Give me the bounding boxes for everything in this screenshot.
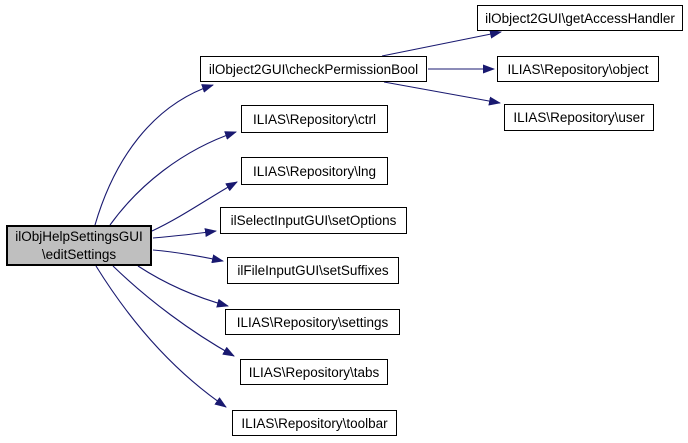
node-setSuffixes[interactable]: ilFileInputGUI\setSuffixes: [227, 257, 399, 284]
edge-editSettings-setSuffixes: [152, 249, 224, 264]
node-tabs[interactable]: ILIAS\Repository\tabs: [240, 359, 388, 385]
node-getAccessHandler[interactable]: ilObject2GUI\getAccessHandler: [477, 5, 683, 31]
node-lng[interactable]: ILIAS\Repository\lng: [241, 157, 388, 185]
node-toolbar[interactable]: ILIAS\Repository\toolbar: [232, 410, 397, 436]
node-ctrl[interactable]: ILIAS\Repository\ctrl: [241, 105, 388, 133]
edge-checkPermissionBool-getAccessHandler: [381, 29, 502, 57]
edge-editSettings-setOptions: [152, 228, 217, 239]
edge-editSettings-tabs: [112, 265, 235, 357]
edge-editSettings-ctrl: [109, 131, 237, 226]
node-editSettings-label-line2: \editSettings: [41, 246, 117, 262]
node-user[interactable]: ILIAS\Repository\user: [504, 104, 654, 131]
node-object[interactable]: ILIAS\Repository\object: [497, 56, 659, 82]
node-checkPermissionBool[interactable]: ilObject2GUI\checkPermissionBool: [200, 56, 427, 82]
edge-editSettings-checkPermissionBool: [94, 84, 214, 226]
node-settings[interactable]: ILIAS\Repository\settings: [225, 309, 400, 335]
edge-editSettings-lng: [151, 181, 238, 232]
edge-editSettings-toolbar: [95, 265, 227, 408]
node-editSettings: ilObjHelpSettingsGUI \editSettings: [6, 225, 152, 266]
edge-editSettings-settings: [137, 265, 229, 308]
edge-checkPermissionBool-user: [383, 81, 501, 106]
node-editSettings-label-line1: ilObjHelpSettingsGUI: [15, 228, 143, 244]
node-setOptions[interactable]: ilSelectInputGUI\setOptions: [220, 207, 407, 234]
